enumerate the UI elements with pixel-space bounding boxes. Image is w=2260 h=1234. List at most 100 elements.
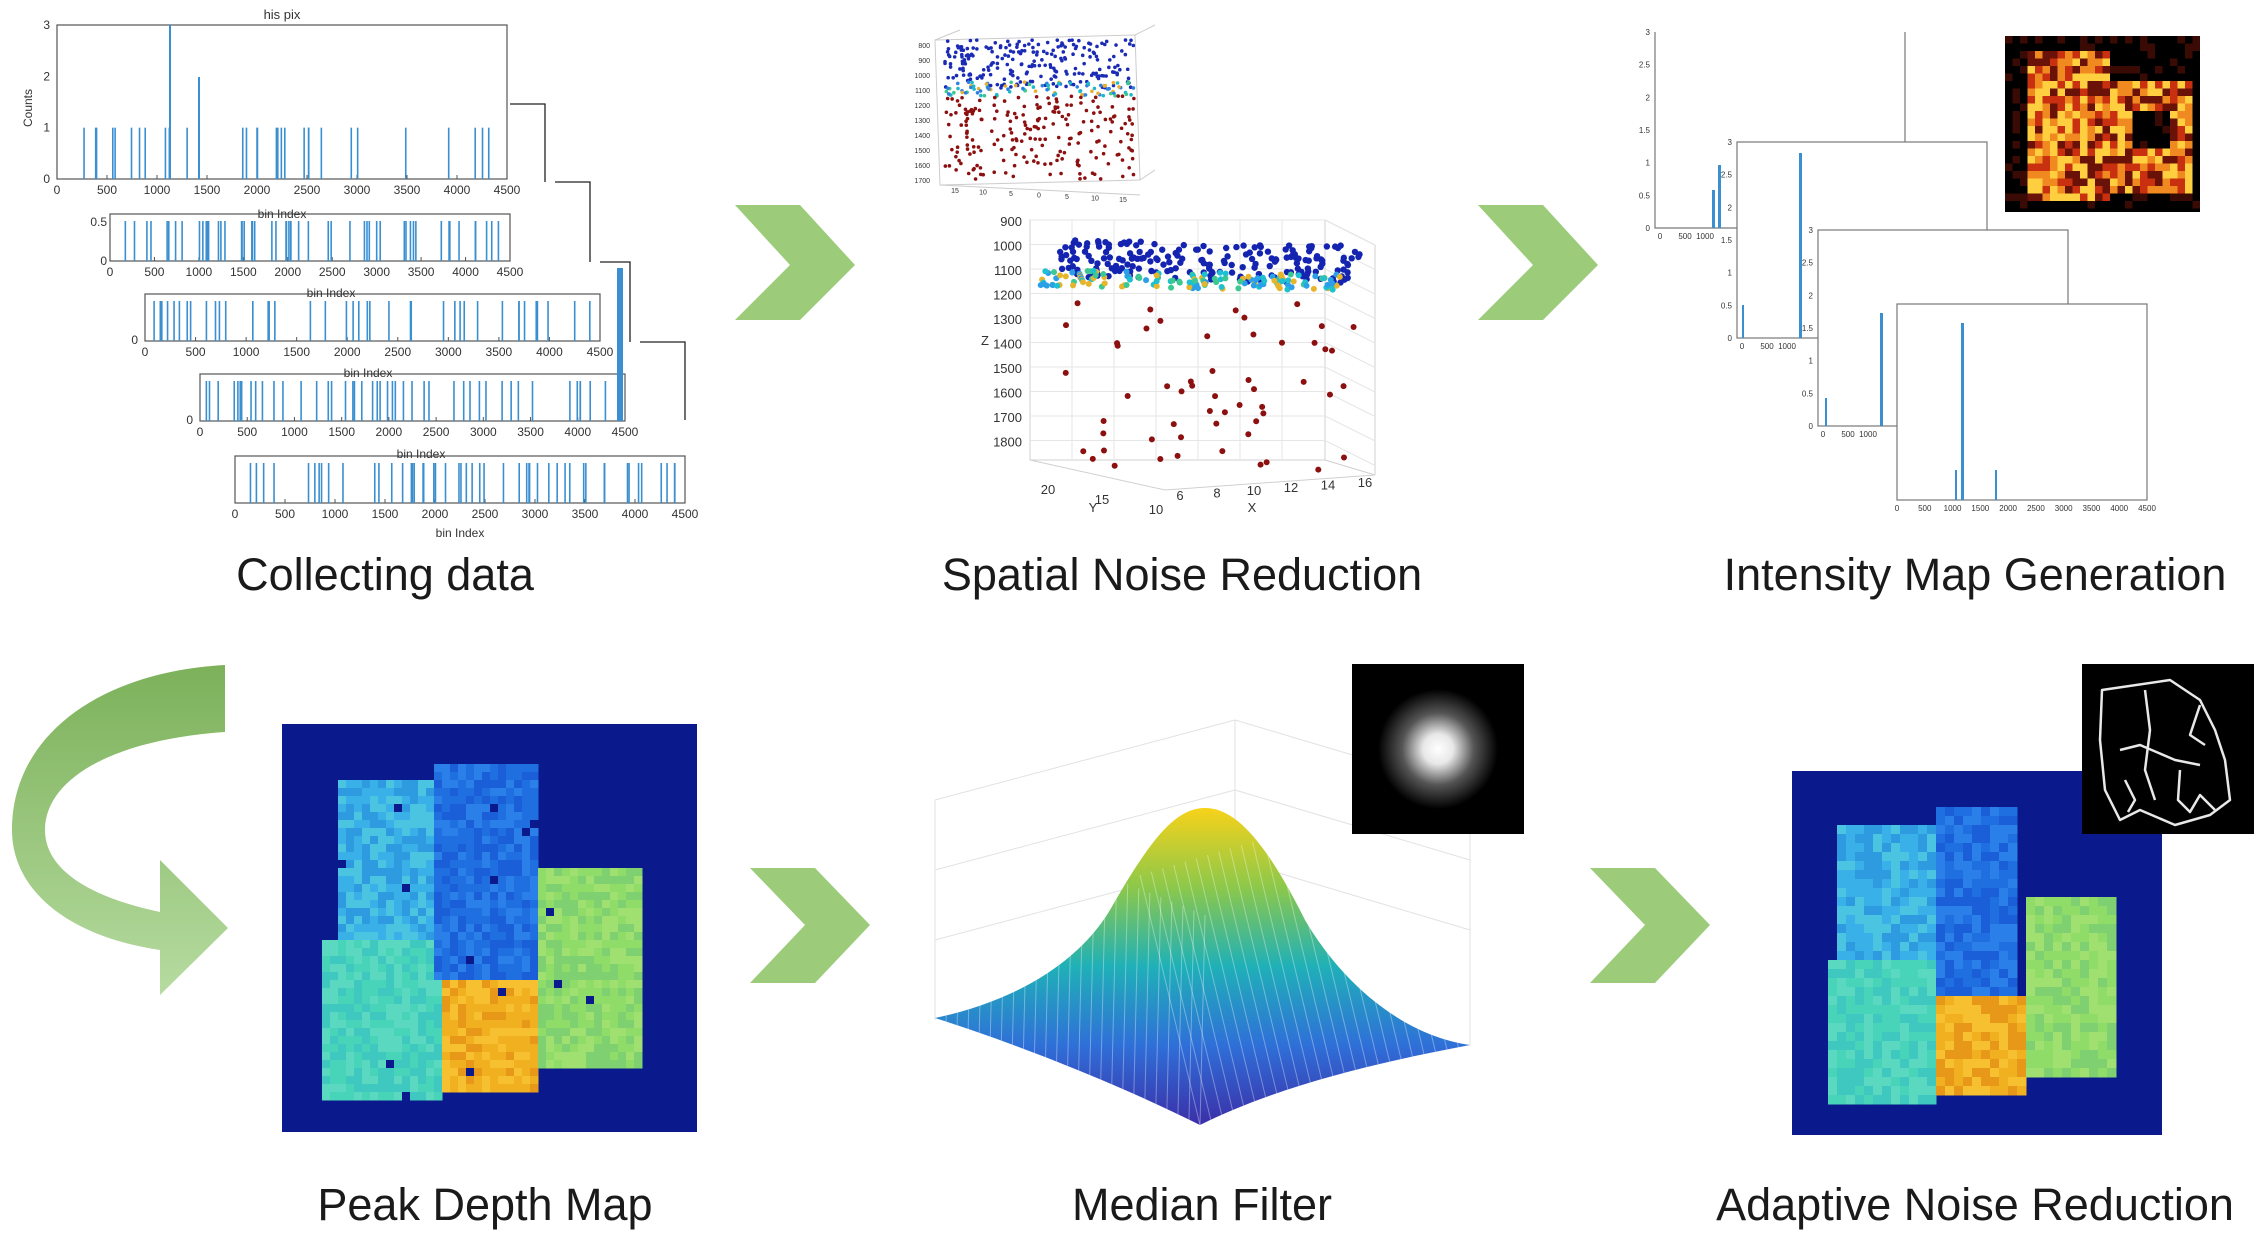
depth-cell <box>498 884 507 893</box>
scatter-point <box>1007 43 1012 47</box>
y-tick-label: 2 <box>1728 203 1733 212</box>
depth-cell <box>1882 870 1892 880</box>
depth-cell <box>346 1092 355 1101</box>
depth-cell <box>2026 1023 2036 1033</box>
depth-cell <box>410 940 419 949</box>
heat-cell <box>2072 58 2080 66</box>
depth-cell <box>338 1092 347 1101</box>
depth-cell <box>442 964 451 973</box>
depth-cell <box>594 876 603 885</box>
depth-cell <box>330 1020 339 1029</box>
depth-cell <box>538 916 547 925</box>
depth-cell <box>610 1052 619 1061</box>
heat-cell <box>2162 148 2170 156</box>
depth-cell <box>562 996 571 1005</box>
scatter-point <box>1048 172 1052 177</box>
depth-cell <box>1927 906 1937 916</box>
depth-cell <box>466 1052 475 1061</box>
depth-cell <box>1891 987 1901 997</box>
depth-cell <box>1900 843 1910 853</box>
depth-cell <box>1963 924 1973 934</box>
depth-cell <box>546 956 555 965</box>
depth-cell <box>346 940 355 949</box>
depth-cell <box>394 788 403 797</box>
depth-cell <box>1909 1023 1919 1033</box>
heat-cell <box>2102 103 2110 111</box>
depth-cell <box>346 1012 355 1021</box>
depth-cell <box>402 828 411 837</box>
depth-cell <box>594 916 603 925</box>
heat-cell <box>2050 51 2058 59</box>
depth-cell <box>554 868 563 877</box>
depth-cell <box>498 1068 507 1077</box>
scatter-point <box>1028 127 1033 132</box>
depth-cell <box>554 1012 563 1021</box>
depth-cell <box>602 948 611 957</box>
depth-cell <box>1999 861 2009 871</box>
depth-cell <box>1945 915 1955 925</box>
scatter-point <box>956 86 960 91</box>
depth-cell <box>394 1004 403 1013</box>
depth-cell <box>1963 933 1973 943</box>
depth-cell <box>1999 960 2009 970</box>
depth-cell <box>2089 1068 2099 1078</box>
scatter-point <box>992 103 997 108</box>
depth-cell <box>330 1044 339 1053</box>
depth-cell <box>586 1028 595 1037</box>
depth-cell <box>394 964 403 973</box>
depth-cell <box>354 836 363 845</box>
depth-cell <box>1909 1050 1919 1060</box>
scatter-point <box>1239 263 1246 271</box>
depth-cell <box>1927 1014 1937 1024</box>
scatter-point <box>1102 238 1109 246</box>
heat-cell <box>2095 88 2103 96</box>
depth-cell <box>490 1084 499 1093</box>
depth-cell <box>1855 1032 1865 1042</box>
depth-cell <box>442 1052 451 1061</box>
heat-cell <box>2147 156 2155 164</box>
scatter-point <box>1042 125 1046 130</box>
depth-cell <box>610 1004 619 1013</box>
depth-cell <box>586 1020 595 1029</box>
scatter-point <box>964 119 968 124</box>
scatter-point <box>1261 278 1268 285</box>
depth-cell <box>410 956 419 965</box>
depth-cell <box>1999 915 2009 925</box>
depth-cell <box>346 1060 355 1069</box>
x-tick-label: 0 <box>1740 342 1745 351</box>
depth-cell <box>514 996 523 1005</box>
depth-cell <box>1900 1032 1910 1042</box>
depth-cell <box>474 1084 483 1093</box>
depth-cell <box>1855 1005 1865 1015</box>
depth-cell <box>1891 1014 1901 1024</box>
depth-cell <box>1882 861 1892 871</box>
heat-cell <box>2095 126 2103 134</box>
depth-cell <box>1846 897 1856 907</box>
scatter-point <box>1016 76 1020 80</box>
heat-cell <box>2177 88 2185 96</box>
depth-cell <box>626 1020 635 1029</box>
depth-cell <box>482 796 491 805</box>
depth-cell <box>2071 906 2081 916</box>
scatter-point <box>1129 148 1133 152</box>
scatter-point <box>1074 300 1081 307</box>
scatter-point <box>1178 434 1185 441</box>
depth-cell <box>466 844 475 853</box>
depth-cell <box>370 1044 379 1053</box>
x-tick-label: 4000 <box>622 507 649 521</box>
mesh-line <box>1252 841 1313 1092</box>
heat-cell <box>2102 163 2110 171</box>
depth-cell <box>1882 942 1892 952</box>
depth-cell <box>1900 906 1910 916</box>
depth-cell <box>2026 906 2036 916</box>
heat-cell <box>2125 148 2133 156</box>
depth-cell <box>330 996 339 1005</box>
depth-cell <box>2080 1050 2090 1060</box>
heat-cell <box>2177 193 2185 201</box>
depth-cell <box>434 820 443 829</box>
depth-cell <box>634 1004 643 1013</box>
depth-cell <box>434 884 443 893</box>
depth-cell <box>482 1052 491 1061</box>
depth-cell <box>1837 1050 1847 1060</box>
depth-cell <box>402 1020 411 1029</box>
